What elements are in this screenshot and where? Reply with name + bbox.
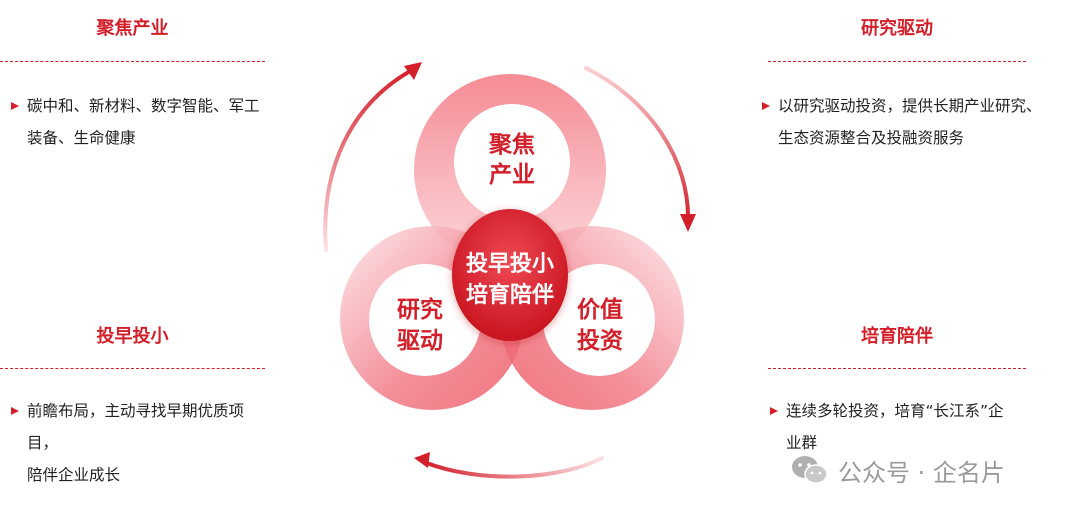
panel-line-2: 生态资源整合及投融资服务 [778,129,965,147]
divider [0,61,265,62]
disc-right [543,264,655,376]
panel-title: 聚焦产业 [96,18,169,39]
panel-body: 连续多轮投资，培育“长江系”企 业群 [770,395,1036,459]
panel-title: 投早投小 [96,326,169,347]
bullet-arrow-icon [762,102,770,110]
panel-bottom-left: 投早投小 前瞻布局，主动寻找早期优质项目， 陪伴企业成长 [0,310,265,484]
cycle-arrow-left [323,62,422,252]
panel-line-1: 碳中和、新材料、数字智能、军工 [27,97,260,115]
divider [768,61,1026,62]
divider [0,368,265,369]
panel-top-right: 研究驱动 以研究驱动投资，提供长期产业研究、 生态资源整合及投融资服务 [762,0,1042,170]
panel-line-2: 陪伴企业成长 [27,466,121,484]
disc-left [369,264,481,376]
divider [768,368,1026,369]
panel-bottom-right: 培育陪伴 连续多轮投资，培育“长江系”企 业群 [768,310,1026,460]
panel-line-1: 连续多轮投资，培育“长江系”企 [786,402,1004,420]
label-top-2: 产业 [489,161,535,188]
bullet-arrow-icon [11,102,19,110]
panel-line-1: 以研究驱动投资，提供长期产业研究、 [778,97,1042,115]
panel-body: 以研究驱动投资，提供长期产业研究、 生态资源整合及投融资服务 [762,90,1078,154]
panel-title: 培育陪伴 [861,326,933,347]
bullet-arrow-icon [770,407,778,415]
label-center-2: 培育陪伴 [466,282,554,308]
watermark: 公众号 · 企名片 [790,450,1005,490]
label-center-1: 投早投小 [466,252,554,277]
panel-line-2: 业群 [786,434,818,452]
cycle-arrow-bottom [414,452,604,479]
label-left-1: 研究 [397,296,443,323]
panel-title: 研究驱动 [861,18,933,39]
watermark-text: 公众号 · 企名片 [838,458,1005,487]
cycle-arrow-right [584,66,696,232]
center-core [452,209,568,341]
panel-line-2: 装备、生命健康 [27,129,136,147]
label-right-1: 价值 [577,296,623,323]
panel-body: 碳中和、新材料、数字智能、军工 装备、生命健康 [11,90,267,154]
panel-body: 前瞻布局，主动寻找早期优质项目， 陪伴企业成长 [11,395,272,491]
label-top-1: 聚焦 [488,131,535,158]
panel-line-1: 前瞻布局，主动寻找早期优质项目， [27,402,245,452]
disc-top [454,104,570,220]
label-right-2: 投资 [577,328,623,354]
bullet-arrow-icon [11,407,19,415]
wechat-icon [792,456,828,484]
panel-top-left: 聚焦产业 碳中和、新材料、数字智能、军工 装备、生命健康 [0,0,265,170]
label-left-2: 驱动 [397,328,443,354]
